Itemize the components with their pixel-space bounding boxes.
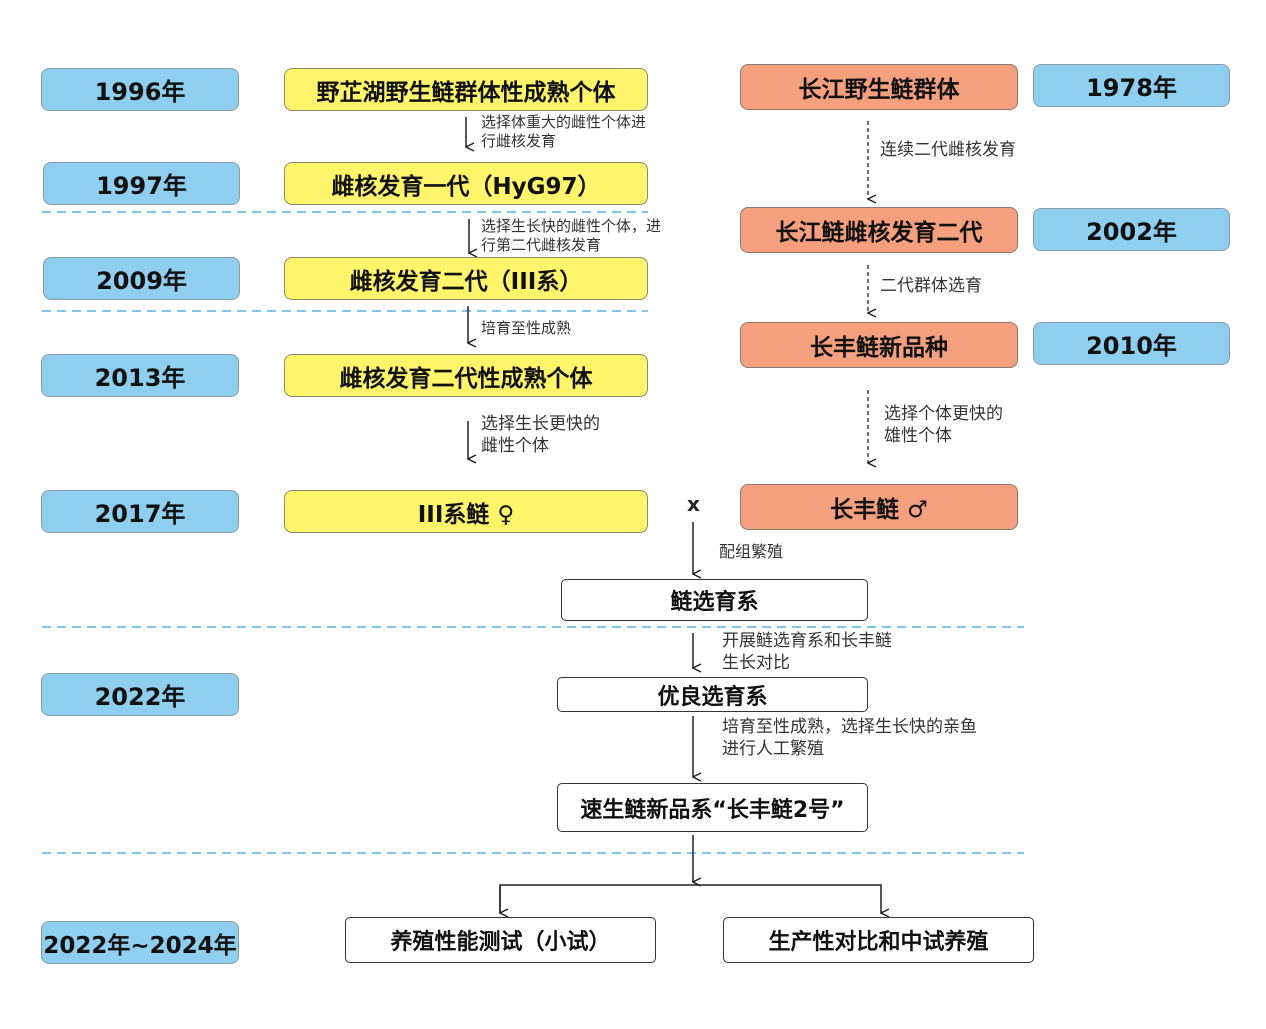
note-raise-to-maturity: 培育至性成熟: [481, 319, 571, 338]
note-line: 二代群体选育: [880, 276, 982, 296]
note-artificial-breeding: 培育至性成熟，选择生长快的亲鱼 进行人工繁殖: [722, 716, 977, 760]
changfeng-variety-box: 长丰鲢新品种: [740, 322, 1018, 368]
note-line: 选择个体更快的: [884, 404, 1003, 424]
note-line: 培育至性成熟: [481, 319, 572, 337]
year-2002: 2002年: [1033, 208, 1230, 251]
note-line: 行第二代雌核发育: [481, 236, 602, 254]
year-1978: 1978年: [1033, 64, 1230, 107]
year-2013: 2013年: [41, 354, 239, 397]
split-connector: [499, 884, 881, 913]
female-line-box: III系鲢 ♀: [284, 490, 648, 533]
new-strain-box: 速生鲢新品系“长丰鲢2号”: [557, 783, 868, 832]
year-2017: 2017年: [41, 490, 239, 533]
note-line: 行雌核发育: [481, 132, 557, 150]
male-line-box: 长丰鲢 ♂: [740, 484, 1018, 530]
note-two-gen-selection: 二代群体选育: [880, 275, 982, 297]
note-line: 雌性个体: [481, 436, 549, 456]
gen2-mature-box: 雌核发育二代性成熟个体: [284, 354, 648, 397]
yangtze-wild-box: 长江野生鲢群体: [740, 64, 1018, 110]
cross-mark: x: [687, 492, 700, 516]
note-select-male: 选择个体更快的 雄性个体: [884, 403, 1003, 447]
year-2022-2024: 2022年~2024年: [41, 921, 239, 964]
note-line: 选择生长快的雌性个体，进: [481, 217, 662, 235]
note-line: 连续二代雌核发育: [880, 140, 1016, 160]
gen1-box: 雌核发育一代（HyG97）: [284, 162, 648, 205]
elite-line-box: 优良选育系: [557, 677, 868, 712]
year-2009: 2009年: [43, 257, 240, 300]
note-line: 选择体重大的雌性个体进: [481, 113, 647, 131]
mid-test-box: 生产性对比和中试养殖: [723, 917, 1034, 963]
note-select-heavy-female: 选择体重大的雌性个体进 行雌核发育: [481, 113, 646, 151]
note-line: 培育至性成熟，选择生长快的亲鱼: [722, 717, 977, 737]
year-1997: 1997年: [43, 162, 240, 205]
wild-population-box: 野芷湖野生鲢群体性成熟个体: [284, 68, 648, 111]
note-line: 开展鲢选育系和长丰鲢: [722, 631, 892, 651]
year-1996: 1996年: [41, 68, 239, 111]
yangtze-gen2-box: 长江鲢雌核发育二代: [740, 207, 1018, 253]
note-line: 雄性个体: [884, 426, 952, 446]
note-line: 生长对比: [722, 653, 790, 673]
year-2010: 2010年: [1033, 322, 1230, 365]
small-test-box: 养殖性能测试（小试）: [345, 917, 656, 963]
note-line: 选择生长更快的: [481, 414, 600, 434]
note-two-gen-gynogenesis: 连续二代雌核发育: [880, 139, 1016, 161]
note-pair-breeding: 配组繁殖: [719, 541, 783, 563]
gen2-box: 雌核发育二代（III系）: [284, 257, 648, 300]
note-growth-comparison: 开展鲢选育系和长丰鲢 生长对比: [722, 630, 892, 674]
note-line: 进行人工繁殖: [722, 739, 824, 759]
year-2022: 2022年: [41, 673, 239, 716]
note-select-fast-female: 选择生长快的雌性个体，进 行第二代雌核发育: [481, 217, 661, 255]
selection-line-box: 鲢选育系: [561, 579, 868, 621]
note-select-faster-female: 选择生长更快的 雌性个体: [481, 413, 600, 457]
note-line: 配组繁殖: [719, 542, 784, 561]
